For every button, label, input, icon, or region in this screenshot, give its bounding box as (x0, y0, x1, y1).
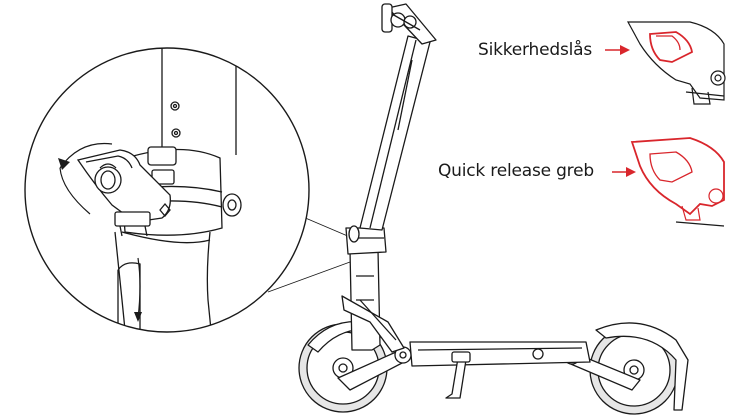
magnified-detail (24, 47, 351, 333)
safety-lock-part (649, 31, 693, 63)
safety-lock-label: Sikkerhedslås (478, 40, 593, 60)
scooter (298, 3, 689, 415)
callout-line-lower (267, 261, 351, 293)
quick-release-part (630, 137, 725, 216)
deck (409, 341, 591, 367)
rear-mudguard (595, 322, 689, 411)
upper-stem (359, 35, 431, 231)
handlebar (381, 3, 437, 45)
safety-lock-inset (626, 21, 726, 105)
quick-release-label: Quick release greb (438, 161, 594, 181)
quick-release-inset (630, 137, 725, 227)
label-arrows (605, 45, 636, 177)
